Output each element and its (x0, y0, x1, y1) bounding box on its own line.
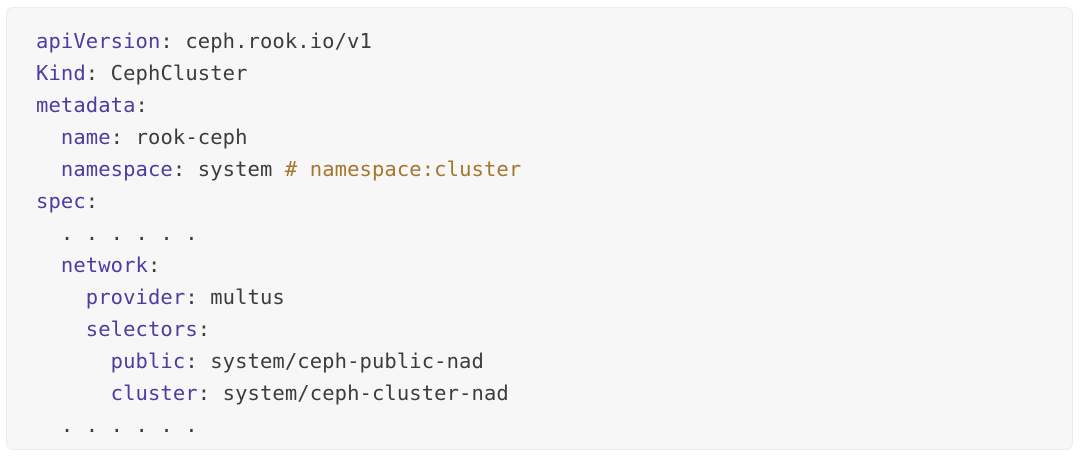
code-line: apiVersion: ceph.rook.io/v1 (7, 25, 1072, 57)
ellipsis-text: . . . . . . (60, 413, 198, 437)
yaml-comment: # namespace:cluster (284, 157, 522, 181)
yaml-value: CephCluster (110, 61, 248, 85)
yaml-key: spec (36, 189, 86, 213)
yaml-colon: : (85, 61, 111, 85)
yaml-colon: : (110, 125, 136, 149)
code-line: selectors: (7, 313, 1072, 345)
yaml-key: selectors (85, 317, 198, 341)
yaml-value: system/ceph-public-nad (210, 349, 484, 373)
code-line: metadata: (7, 89, 1072, 121)
yaml-value: multus (210, 285, 285, 309)
indent-spacer (36, 349, 111, 373)
yaml-colon: : (85, 189, 99, 213)
indent-spacer (36, 381, 111, 405)
indent-spacer (36, 413, 61, 437)
yaml-colon: : (185, 349, 211, 373)
code-line: provider: multus (7, 281, 1072, 313)
yaml-value: ceph.rook.io/v1 (185, 29, 372, 53)
indent-spacer (36, 285, 86, 309)
code-line: cluster: system/ceph-cluster-nad (7, 377, 1072, 409)
code-line: Kind: CephCluster (7, 57, 1072, 89)
yaml-colon: : (197, 317, 211, 341)
yaml-colon: : (172, 157, 198, 181)
yaml-value: system (197, 157, 285, 181)
yaml-key: cluster (110, 381, 198, 405)
yaml-colon: : (135, 93, 148, 117)
yaml-colon: : (160, 29, 186, 53)
indent-spacer (36, 125, 61, 149)
indent-spacer (36, 157, 61, 181)
yaml-key: name (60, 125, 111, 149)
yaml-colon: : (185, 285, 211, 309)
yaml-colon: : (197, 381, 223, 405)
yaml-key: Kind (36, 61, 86, 85)
ellipsis-text: . . . . . . (60, 221, 198, 245)
indent-spacer (36, 253, 61, 277)
code-line: network: (7, 249, 1072, 281)
yaml-value: rook-ceph (135, 125, 248, 149)
code-line: spec: (7, 185, 1072, 217)
code-line: public: system/ceph-public-nad (7, 345, 1072, 377)
yaml-colon: : (148, 253, 161, 277)
yaml-key: namespace (60, 157, 173, 181)
code-line: . . . . . . (7, 409, 1072, 441)
yaml-key: metadata (36, 93, 136, 117)
yaml-key: apiVersion (36, 29, 161, 53)
code-line: namespace: system # namespace:cluster (7, 153, 1072, 185)
code-line: . . . . . . (7, 217, 1072, 249)
indent-spacer (36, 221, 61, 245)
yaml-key: public (110, 349, 186, 373)
yaml-value: system/ceph-cluster-nad (222, 381, 509, 405)
code-line: name: rook-ceph (7, 121, 1072, 153)
yaml-key: network (60, 253, 148, 277)
yaml-key: provider (85, 285, 186, 309)
indent-spacer (36, 317, 86, 341)
